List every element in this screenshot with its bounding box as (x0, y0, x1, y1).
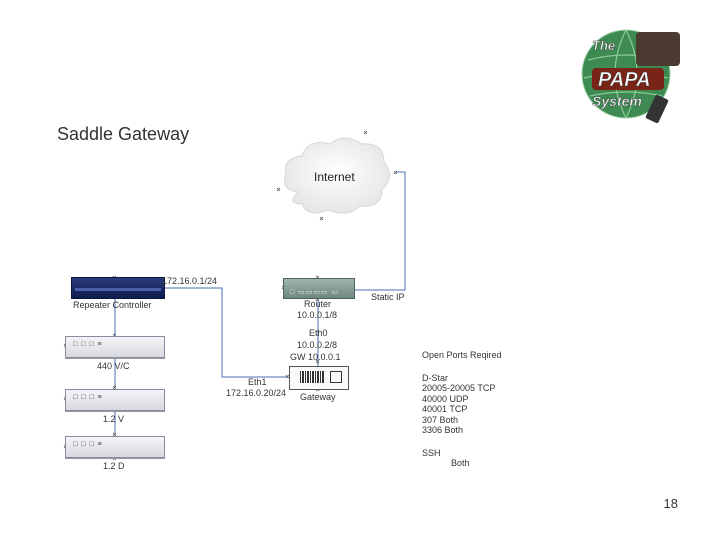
gateway-eth0-ip: 10.0.0.2/8 (297, 340, 338, 350)
gateway-gw: GW 10.0.0.1 (290, 352, 341, 362)
port-dstar: D-Star (422, 372, 449, 383)
papa-system-logo: The PAPA System (581, 29, 680, 124)
page-title: Saddle Gateway (57, 124, 190, 144)
gateway-device (289, 366, 349, 390)
open-ports-heading: Open Ports Reqired (422, 350, 502, 360)
repeater-controller-device (71, 277, 165, 299)
open-ports-panel: Open Ports Reqired D-Star 20005-20005 TC… (422, 350, 502, 469)
repeater-controller-label: Repeater Controller (73, 300, 152, 310)
router-panel: □ ▭▭▭▭ ▭ (290, 289, 340, 296)
page-number: 18 (663, 496, 678, 511)
link-internet-router (354, 171, 406, 291)
internet-label: Internet (314, 170, 355, 184)
gateway-eth0-label: Eth0 (309, 328, 328, 338)
link-controller-gateway (163, 287, 288, 378)
static-ip-label: Static IP (371, 292, 405, 302)
router-label: Router (304, 299, 332, 309)
radio-12v-device: □ □ □ ≡ (65, 389, 165, 411)
radio-panel: □ □ □ ≡ (73, 394, 103, 401)
port-item: 40000 UDP (422, 393, 469, 404)
radio-12d-label: 1.2 D (103, 461, 125, 471)
port-ssh: SSH (422, 447, 441, 458)
internet-cloud: Internet (284, 137, 390, 214)
gateway-eth1-ip: 172.16.0.20/24 (226, 388, 287, 398)
radio-440-device: □ □ □ ≡ (65, 336, 165, 358)
barcode-icon (300, 371, 324, 383)
radio-440-label: 440 V/C (97, 361, 130, 371)
gateway-eth1-label: Eth1 (248, 377, 267, 387)
radio-12d-device: □ □ □ ≡ (65, 436, 165, 458)
logo-text-papa: PAPA (598, 69, 651, 91)
port-item: 40001 TCP (422, 404, 468, 414)
port-ssh-proto: Both (451, 458, 470, 468)
port-item: 307 Both (422, 414, 459, 425)
radio-panel: □ □ □ ≡ (73, 341, 103, 348)
repeater-controller-ip: 172.16.0.1/24 (162, 276, 218, 286)
port-icon (330, 371, 342, 383)
router-device: □ ▭▭▭▭ ▭ (283, 278, 355, 299)
router-ip: 10.0.0.1/8 (297, 310, 338, 320)
radio-12v-label: 1.2 V (103, 414, 125, 424)
radio-panel: □ □ □ ≡ (73, 441, 103, 448)
port-item: 20005-20005 TCP (422, 383, 496, 393)
logo-text-system: System (592, 93, 642, 109)
logo-text-the: The (592, 38, 615, 53)
port-item: 3306 Both (422, 425, 464, 435)
gateway-label: Gateway (300, 392, 336, 402)
